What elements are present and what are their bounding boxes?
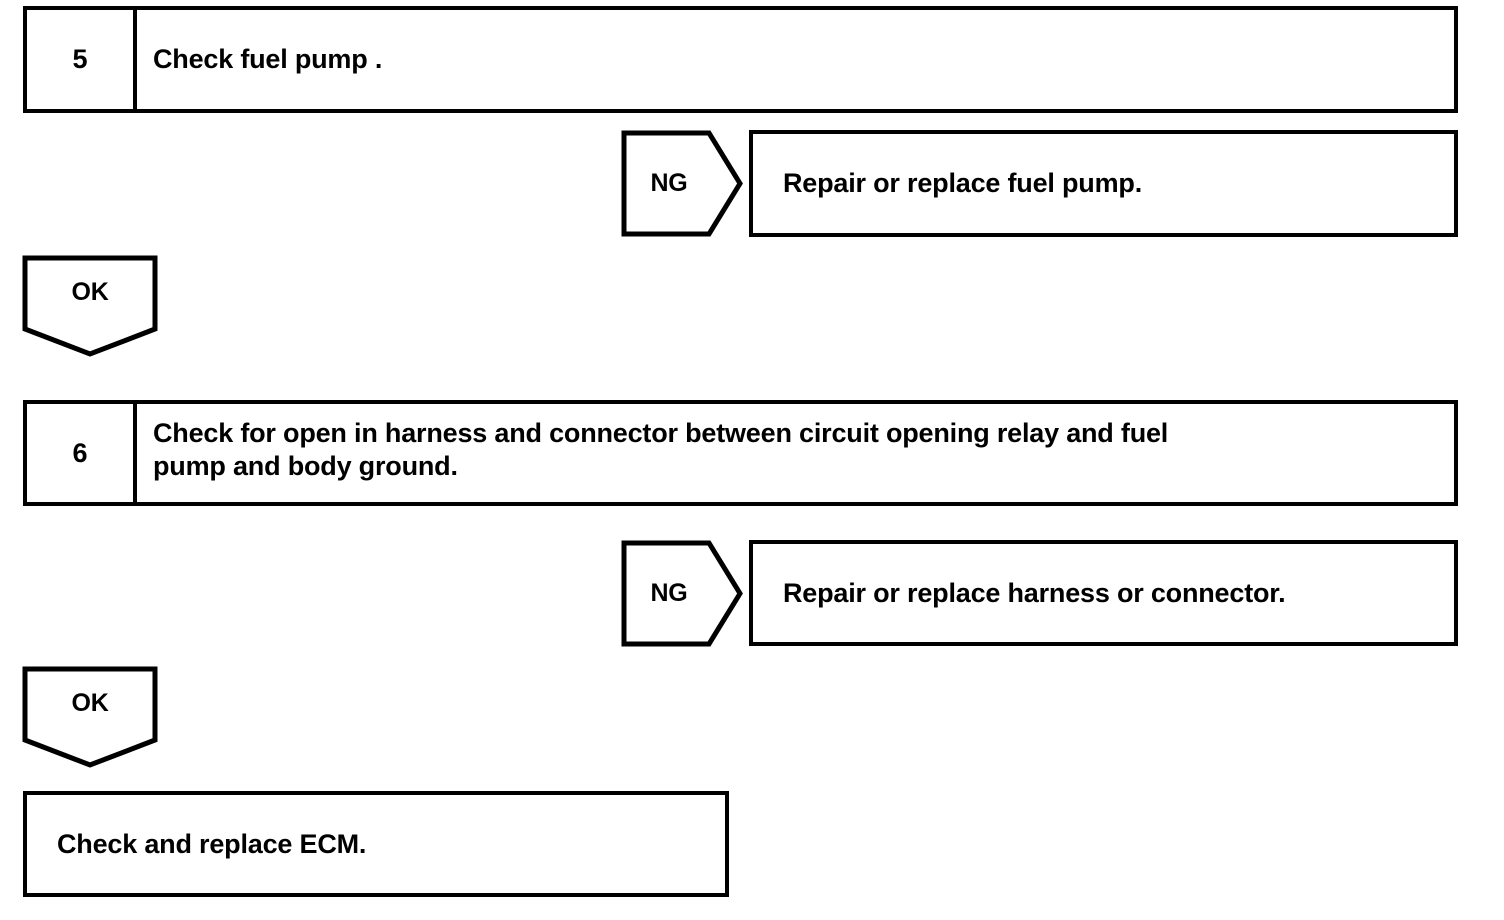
ok-arrow-2: OK xyxy=(22,666,158,768)
step-6-text-line1: Check for open in harness and connector … xyxy=(153,418,1169,448)
step-5-box[interactable]: 5 Check fuel pump . xyxy=(23,6,1458,113)
step-6-box[interactable]: 6 Check for open in harness and connecto… xyxy=(23,400,1458,506)
ng-pentagon-shape-2 xyxy=(621,540,743,647)
ng-pentagon-shape-1 xyxy=(621,130,743,237)
ng-label-1: NG xyxy=(650,169,688,197)
step-6-text-line2: pump and body ground. xyxy=(153,450,458,481)
ng-result-box-2[interactable]: Repair or replace harness or connector. xyxy=(749,540,1458,646)
step-6-text: Check for open in harness and connector … xyxy=(137,404,1182,502)
ok-pentagon-shape-1 xyxy=(22,255,158,357)
final-action-text: Check and replace ECM. xyxy=(57,828,367,859)
ng-result-box-1[interactable]: Repair or replace fuel pump. xyxy=(749,130,1458,237)
ng-result-text-2: Repair or replace harness or connector. xyxy=(783,577,1286,608)
ng-arrow-2: NG xyxy=(621,540,743,647)
ok-label-1: OK xyxy=(71,277,109,306)
ng-arrow-1: NG xyxy=(621,130,743,237)
ok-pentagon-shape-2 xyxy=(22,666,158,768)
step-5-number: 5 xyxy=(27,10,137,109)
final-action-box[interactable]: Check and replace ECM. xyxy=(23,791,729,897)
step-6-number: 6 xyxy=(27,404,137,502)
ng-label-2: NG xyxy=(650,579,688,607)
step-5-text: Check fuel pump . xyxy=(153,44,383,75)
ok-arrow-1: OK xyxy=(22,255,158,357)
ng-result-text-1: Repair or replace fuel pump. xyxy=(783,168,1142,199)
ok-label-2: OK xyxy=(71,688,109,717)
